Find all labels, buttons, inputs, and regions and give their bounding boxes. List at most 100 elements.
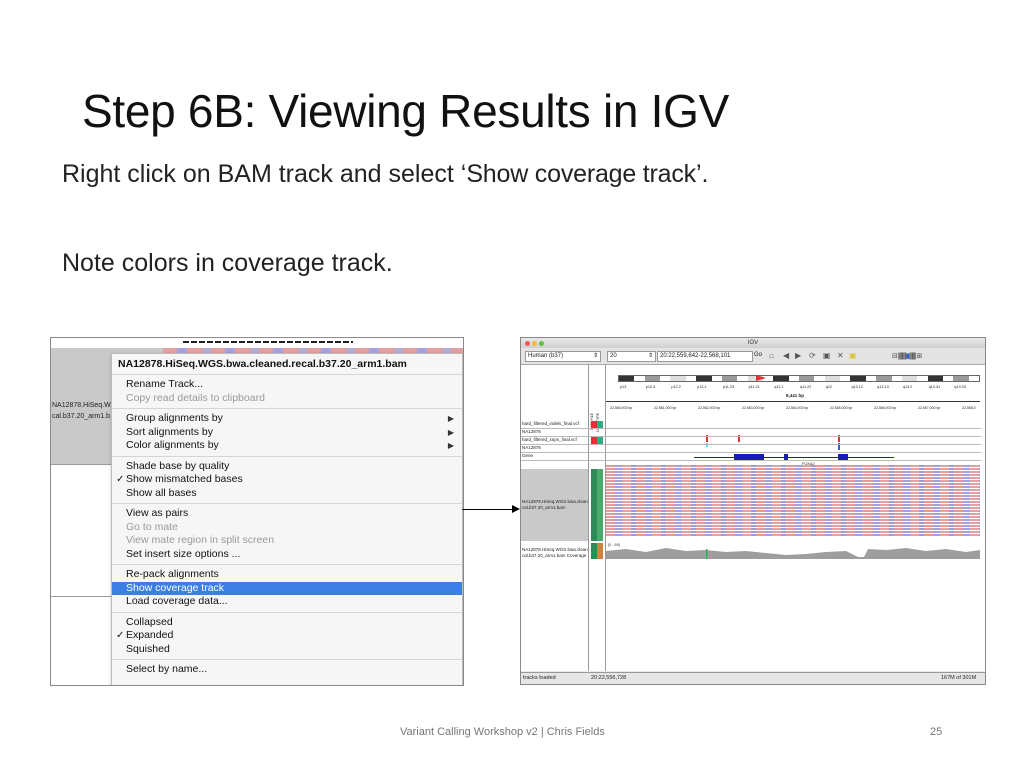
coverage-track <box>606 548 980 559</box>
menu-item-set-insert-size-options[interactable]: Set insert size options ... <box>112 548 462 562</box>
menu-item-label: Rename Track... <box>126 378 204 390</box>
menu-item-label: Squished <box>126 642 170 655</box>
coverage-track-name[interactable]: cal.b37.20_arm1.bam Coverage <box>522 553 587 558</box>
centromere-icon <box>756 375 766 381</box>
track-name[interactable]: hard_filtered_indels_final.vcf <box>522 421 580 426</box>
track-name[interactable]: Gene <box>522 453 534 458</box>
ruler-tick-label: 22,567,000 bp <box>918 406 941 410</box>
cytoband <box>824 376 841 381</box>
menu-item-label: Go to mate <box>126 520 178 533</box>
cytoband <box>927 376 943 381</box>
menu-item-color-alignments-by[interactable]: Color alignments by▶ <box>112 439 462 453</box>
chromosome-value: 20 <box>610 353 617 359</box>
menu-item-rename-track[interactable]: Rename Track... <box>112 378 462 392</box>
menu-item-sort-alignments-by[interactable]: Sort alignments by▶ <box>112 426 462 440</box>
menu-group: Rename Track...Copy read details to clip… <box>112 374 462 408</box>
menu-item-shade-base-by-quality[interactable]: Shade base by quality <box>112 460 462 474</box>
zoom-icon[interactable] <box>539 341 544 346</box>
genome-select[interactable]: Human (b37)⇕ <box>525 351 601 362</box>
menu-item-show-all-bases[interactable]: Show all bases <box>112 487 462 501</box>
region-size-label: 8,441 bp <box>786 393 805 398</box>
minimize-icon[interactable] <box>532 341 537 346</box>
cytoband-label: q13.12 <box>851 385 864 389</box>
track-name[interactable]: NA12878 <box>522 445 541 450</box>
cytoband-label: p12.2 <box>671 385 681 389</box>
genotype-call[interactable] <box>838 443 840 450</box>
window-title: IGV <box>747 340 759 346</box>
track-name[interactable]: hard_filtered_snps_final.vcf <box>522 437 577 442</box>
home-icon[interactable]: ⌂ <box>769 351 774 360</box>
igv-toolbar: Human (b37)⇕ 20⇕ 20:22,559,642-22,568,10… <box>521 348 985 365</box>
zoom-slider[interactable]: ⊟ ||||||||||▮|||||||| ⊞ <box>892 353 922 360</box>
menu-item-show-mismatched-bases[interactable]: ✓Show mismatched bases <box>112 473 462 487</box>
chromosome-select[interactable]: 20⇕ <box>607 351 656 362</box>
forward-icon[interactable]: ▶ <box>795 351 802 360</box>
menu-item-group-alignments-by[interactable]: Group alignments by▶ <box>112 412 462 426</box>
cytoband <box>747 376 763 381</box>
ruler-line <box>606 401 980 402</box>
snp-variant[interactable] <box>738 435 740 442</box>
snp-variant[interactable] <box>706 435 708 442</box>
track-divider <box>521 444 981 445</box>
cytoband-label: q13.31 <box>928 385 941 389</box>
menu-item-label: Show coverage track <box>126 581 225 594</box>
menu-item-label: Color alignments by <box>126 439 219 451</box>
cytoband-label: q11.22 <box>800 385 812 389</box>
ruler-tick-label: 22,565,000 bp <box>830 406 853 410</box>
refresh-icon[interactable]: ⟳ <box>809 351 816 360</box>
menu-item-select-by-name[interactable]: Select by name... <box>112 663 462 677</box>
coverage-track-name[interactable]: NA12878.HiSeq.WGS.bwa.clean <box>522 547 588 552</box>
cytoband-label: q13.2 <box>902 385 913 389</box>
bam-track-name-bg[interactable] <box>521 469 588 541</box>
cytoband <box>901 376 918 381</box>
bam-track-name[interactable]: NA12878.HiSeq.WGS.bwa.clean <box>522 499 588 504</box>
menu-item-view-as-pairs[interactable]: View as pairs <box>112 507 462 521</box>
genotype-call[interactable] <box>706 443 708 447</box>
cytoband <box>619 376 635 381</box>
region-icon[interactable]: ▣ <box>823 351 831 360</box>
slide-footer: Variant Calling Workshop v2 | Chris Fiel… <box>400 726 605 738</box>
menu-item-re-pack-alignments[interactable]: Re-pack alignments <box>112 568 462 582</box>
gene-exon <box>784 454 788 461</box>
chromosome-ideogram <box>618 375 980 382</box>
menu-group: Group alignments by▶Sort alignments by▶C… <box>112 408 462 456</box>
track-divider <box>521 460 981 461</box>
cytoband <box>850 376 866 381</box>
genome-value: Human (b37) <box>528 353 564 359</box>
cytoband <box>773 376 789 381</box>
menu-item-show-coverage-track[interactable]: Show coverage track <box>112 581 462 595</box>
menu-item-copy-read-details-to-clipboard: Copy read details to clipboard <box>112 392 462 406</box>
cytoband <box>696 376 712 381</box>
back-icon[interactable]: ◀ <box>783 351 790 360</box>
read-stack <box>864 465 980 537</box>
instruction-suffix: ’. <box>695 160 709 188</box>
popup-icon[interactable]: ▣ <box>849 351 857 360</box>
ruler-tick-label: 22,564,000 bp <box>786 406 809 410</box>
close-track-icon[interactable]: ✕ <box>837 351 844 360</box>
close-icon[interactable] <box>525 341 530 346</box>
attr-swatch <box>597 543 603 559</box>
menu-item-label: Sort alignments by <box>126 425 213 438</box>
status-position: 20:22,556,728 <box>591 675 627 681</box>
cytoband-label: p11.23 <box>722 385 735 389</box>
menu-item-expanded[interactable]: ✓Expanded <box>112 629 462 643</box>
menu-item-label: Collapsed <box>126 615 173 628</box>
menu-item-squished[interactable]: Squished <box>112 643 462 657</box>
context-menu[interactable]: NA12878.HiSeq.WGS.bwa.cleaned.recal.b37.… <box>111 353 463 685</box>
go-button[interactable]: Go <box>754 352 763 358</box>
bam-track-name[interactable]: cal.b37.20_arm1.bam <box>522 505 566 510</box>
ruler-tick-label: 22,560,000 bp <box>610 406 633 410</box>
cytoband <box>799 376 815 381</box>
menu-item-collapsed[interactable]: Collapsed <box>112 616 462 630</box>
checkmark-icon: ✓ <box>116 474 125 485</box>
menu-item-load-coverage-data[interactable]: Load coverage data... <box>112 595 462 609</box>
attribute-column: DATA FILE DATA TYPE <box>589 365 606 671</box>
snp-variant[interactable] <box>838 435 840 442</box>
menu-item-label: Copy read details to clipboard <box>126 391 265 404</box>
locus-input[interactable]: 20:22,559,642-22,568,101 <box>657 351 753 362</box>
track-name[interactable]: NA12878 <box>522 429 541 434</box>
read-stack <box>606 465 866 537</box>
